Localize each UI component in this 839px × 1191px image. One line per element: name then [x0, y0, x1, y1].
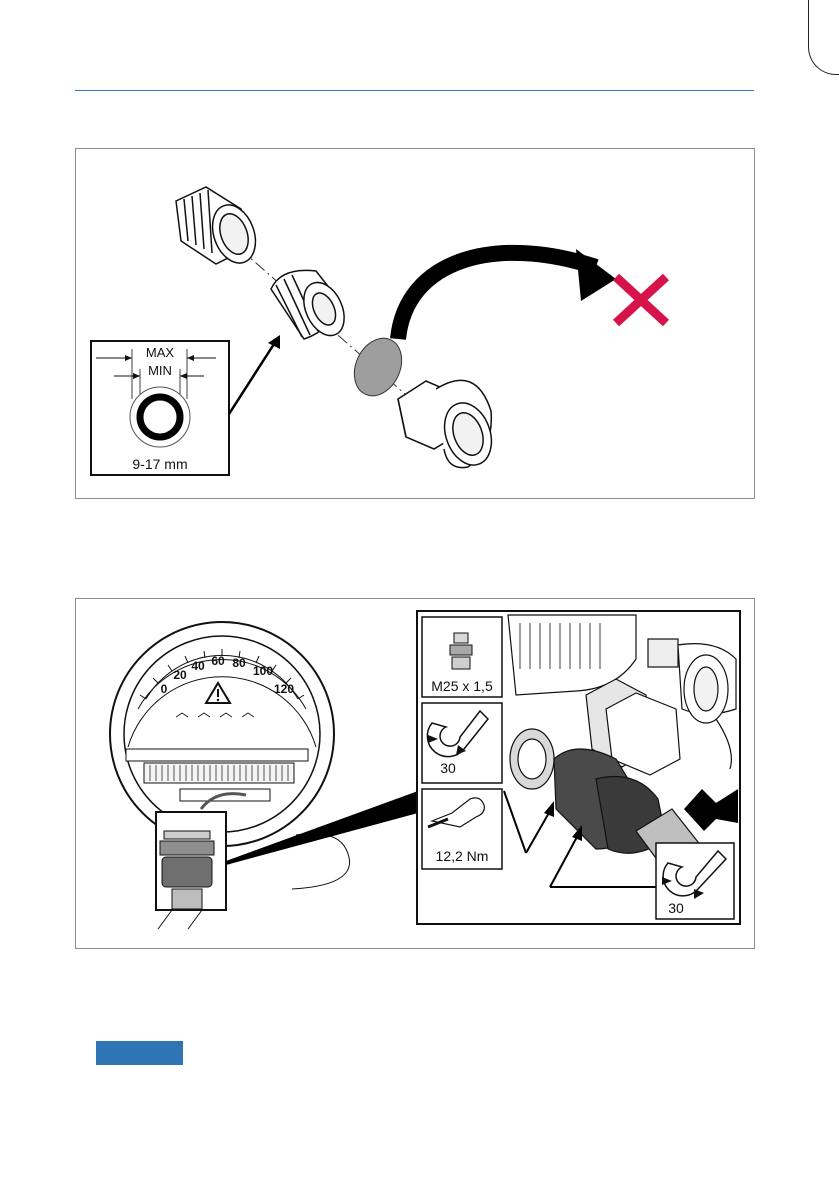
header-rule: [75, 90, 754, 91]
dial-tick-60: 60: [211, 654, 225, 668]
wrench-size-label-bottom: 30: [668, 900, 684, 916]
discard-arrow: [398, 253, 596, 339]
gland-parts-illustration: MAX MIN 9-17 mm: [76, 149, 754, 498]
dial-tick-20: 20: [173, 668, 187, 682]
cable-diameter-inset: MAX MIN 9-17 mm: [91, 341, 229, 475]
inset-leader-arrow-head: [268, 335, 280, 349]
thread-size-label: M25 x 1,5: [431, 678, 493, 694]
page-edge-tab: [808, 0, 839, 75]
inset-leader-arrow: [229, 344, 274, 414]
dial-tick-40: 40: [191, 659, 205, 673]
installation-detail-panel: M25 x 1,5 30 12,2 Nm: [417, 611, 740, 924]
cable-range-label: 9-17 mm: [132, 456, 187, 472]
step-wrench-bottom: 30: [656, 843, 734, 919]
wrench-size-label-top: 30: [440, 760, 456, 776]
torque-label: 12,2 Nm: [436, 848, 489, 864]
dial-tick-80: 80: [232, 656, 246, 670]
step-torque: 12,2 Nm: [422, 789, 502, 869]
discard-arrow-head: [576, 249, 616, 301]
sealing-disc: [345, 331, 410, 404]
discard-cross-icon: [616, 277, 666, 323]
figure-gland-installation: 0 20 40 60 80 100 120: [75, 598, 755, 949]
label-max: MAX: [146, 345, 175, 360]
note-badge: [96, 1041, 183, 1065]
dial-tick-100: 100: [253, 664, 273, 678]
threaded-adapter: [176, 187, 263, 269]
label-min: MIN: [148, 363, 172, 378]
figure-cable-gland-parts: MAX MIN 9-17 mm: [75, 148, 755, 499]
step-wrench-top: 30: [422, 703, 502, 783]
step-thread-size: M25 x 1,5: [422, 617, 502, 697]
terminal-block: [144, 763, 294, 783]
seal-insert: [271, 270, 352, 342]
gland-detail-inset: [156, 812, 226, 929]
gland-installation-illustration: 0 20 40 60 80 100 120: [76, 599, 754, 948]
dome-nut: [398, 380, 500, 471]
instrument-housing: 0 20 40 60 80 100 120: [110, 622, 350, 889]
